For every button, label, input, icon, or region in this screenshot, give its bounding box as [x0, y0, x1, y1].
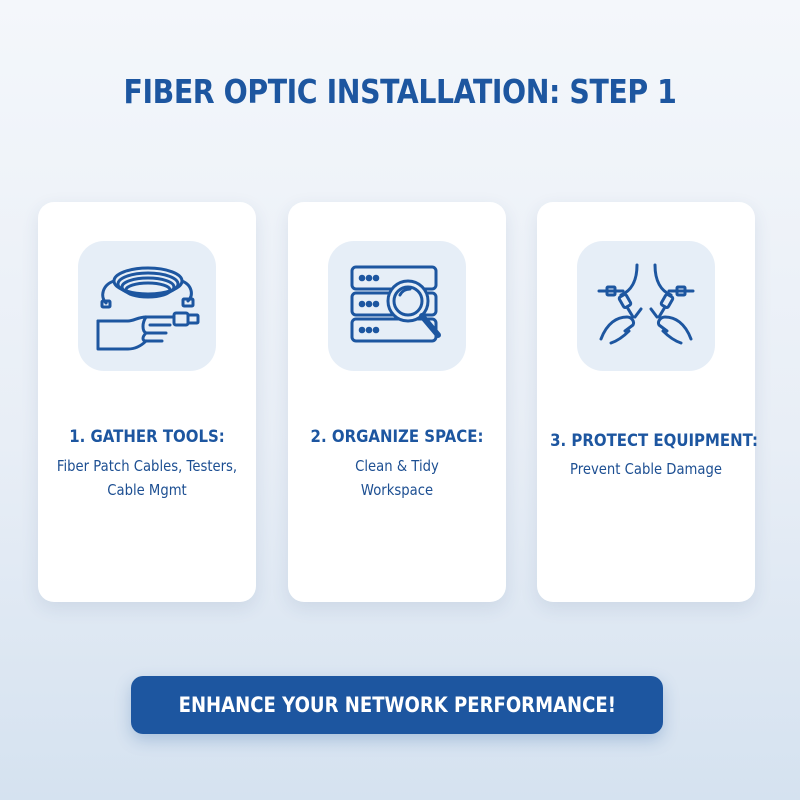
- step-card-organize-space: 2. ORGANIZE SPACE: Clean & Tidy Workspac…: [288, 202, 506, 602]
- card-description: Clean & Tidy Workspace: [301, 454, 493, 502]
- card-heading: 3. PROTECT EQUIPMENT:: [550, 431, 759, 451]
- card-description-line: Prevent Cable Damage: [569, 460, 723, 478]
- icon-container: [328, 241, 466, 371]
- cta-label: ENHANCE YOUR NETWORK PERFORMANCE!: [178, 693, 616, 717]
- card-heading: 2. ORGANIZE SPACE:: [310, 427, 484, 447]
- step-card-gather-tools: 1. GATHER TOOLS: Fiber Patch Cables, Tes…: [38, 202, 256, 602]
- server-magnifier-icon: [350, 265, 441, 343]
- step-card-protect-equipment: 3. PROTECT EQUIPMENT: Prevent Cable Dama…: [537, 202, 759, 602]
- cable-coil-hand-icon: [96, 266, 200, 351]
- card-description-line: Fiber Patch Cables, Testers,: [56, 457, 238, 475]
- card-description-line: Clean & Tidy: [355, 457, 439, 475]
- card-description: Fiber Patch Cables, Testers, Cable Mgmt: [51, 454, 243, 502]
- card-description: Prevent Cable Damage: [550, 457, 742, 481]
- page-title: FIBER OPTIC INSTALLATION: STEP 1: [123, 72, 677, 111]
- icon-container: [577, 241, 715, 371]
- card-description-line: Workspace: [360, 481, 434, 499]
- icon-container: [78, 241, 216, 371]
- hands-connectors-icon: [597, 263, 695, 345]
- card-description-line: Cable Mgmt: [107, 481, 187, 499]
- cta-button[interactable]: ENHANCE YOUR NETWORK PERFORMANCE!: [131, 676, 663, 734]
- card-heading: 1. GATHER TOOLS:: [69, 427, 225, 447]
